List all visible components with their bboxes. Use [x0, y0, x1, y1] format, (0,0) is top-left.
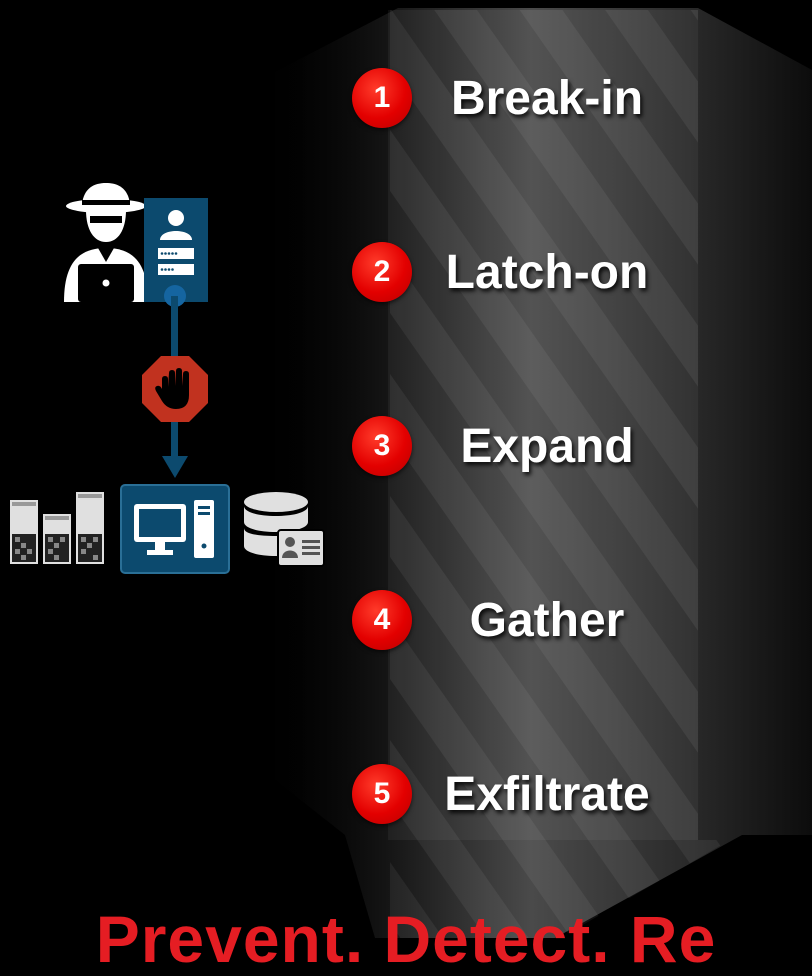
step-1-label: Break-in: [450, 71, 644, 125]
stop-hand-icon: [142, 356, 208, 422]
step-3: 3 Expand: [352, 414, 682, 478]
server-rack-icon: [10, 492, 104, 564]
step-3-label: Expand: [460, 419, 634, 473]
step-5-number-badge: 5: [352, 764, 412, 824]
step-4: 4 Gather: [352, 588, 682, 652]
step-4-label: Gather: [469, 593, 625, 647]
step-2-number-badge: 2: [352, 242, 412, 302]
desktop-computer-icon: [120, 484, 230, 574]
login-card-icon: [144, 198, 208, 302]
database-icon: [244, 492, 325, 567]
step-3-number-badge: 3: [352, 416, 412, 476]
hacker-icon: [64, 183, 148, 302]
step-4-number-badge: 4: [352, 590, 412, 650]
step-2: 2 Latch-on: [352, 240, 682, 304]
step-5: 5 Exfiltrate: [352, 762, 682, 826]
attack-chain-diagram: 1 Break-in 2 Latch-on 3 Expand 4 Gather …: [10, 0, 812, 972]
step-1: 1 Break-in: [352, 66, 682, 130]
step-5-label: Exfiltrate: [444, 767, 650, 821]
step-2-label: Latch-on: [445, 245, 649, 299]
bottom-tagline: Prevent. Detect. Re: [95, 902, 717, 976]
step-1-number-badge: 1: [352, 68, 412, 128]
down-arrow-graphic: [230, 0, 812, 938]
